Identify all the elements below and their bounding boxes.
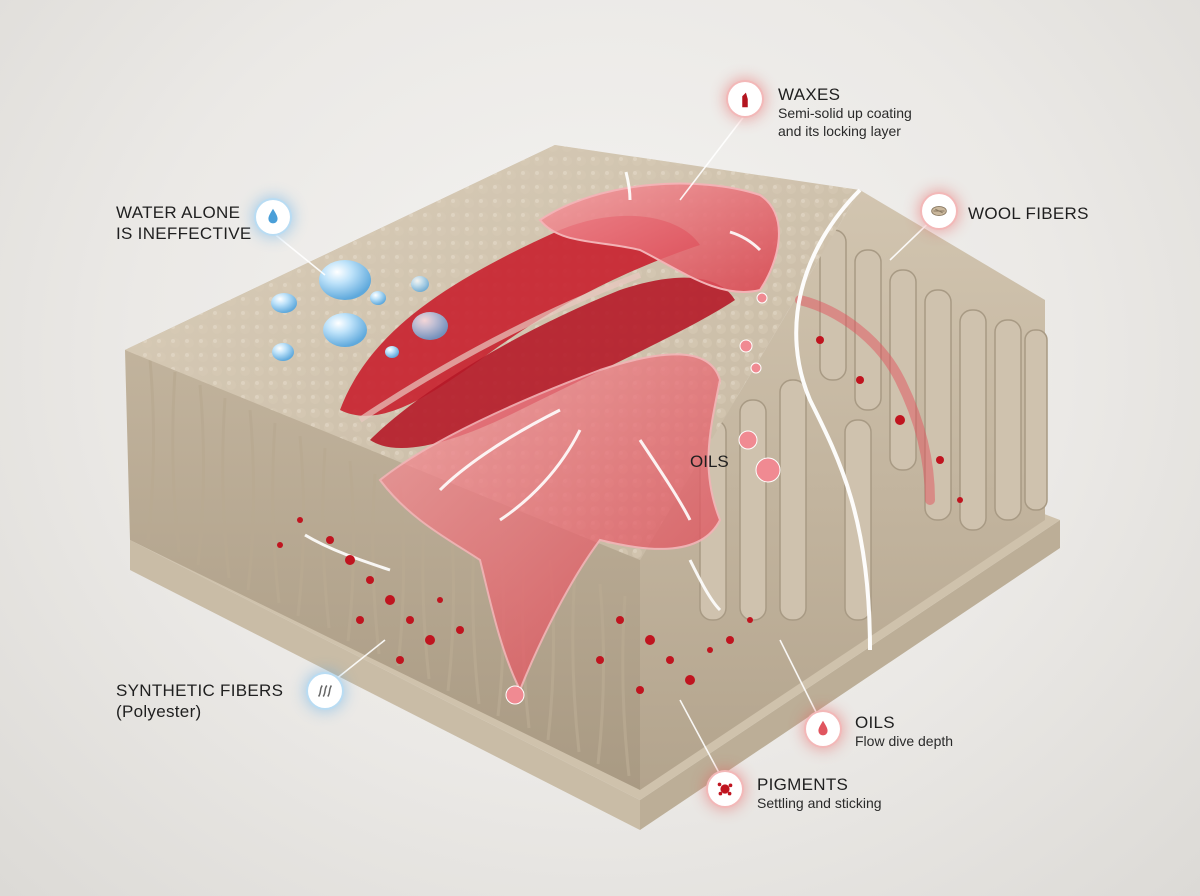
lipstick-icon [728,82,762,116]
synthetic-fibers-label: SYNTHETIC FIBERS (Polyester) [116,680,283,723]
oil-layer [378,353,722,693]
oil-drop-icon [806,712,840,746]
synthetic-fiber-icon [308,674,342,708]
waxes-title: WAXES [778,85,841,104]
lipstick-stain [340,215,735,449]
water-label: WATER ALONE IS INEFFECTIVE [116,202,252,245]
water-label-line2: IS INEFFECTIVE [116,224,252,244]
oils-title: OILS [855,713,895,732]
oils-center-label: OILS [690,452,729,471]
synthetic-fibers-title: SYNTHETIC FIBERS [116,681,284,700]
pigments-description: Settling and sticking [757,795,882,812]
divider-curve [794,188,872,651]
wool-fibers-title: WOOL FIBERS [968,204,1089,223]
pigment-particles [277,336,963,694]
pigments-label: PIGMENTS Settling and sticking [757,774,882,813]
waxes-description-line2: and its locking layer [778,122,901,139]
water-droplets [271,260,448,361]
water-drop-icon [256,200,290,234]
pigment-particle-icon [708,772,742,806]
waxes-label: WAXES Semi-solid up coating and its lock… [778,84,912,140]
wool-fiber-icon [922,194,956,228]
flow-arrows [304,171,762,612]
pigments-title: PIGMENTS [757,775,849,794]
water-label-line1: WATER ALONE [116,203,241,222]
wax-layer [538,182,780,293]
oil-beads [505,292,781,705]
oils-label: OILS Flow dive depth [855,712,953,751]
wool-fibers-label: WOOL FIBERS [968,203,1089,224]
synthetic-fibers-sub: (Polyester) [116,702,202,722]
waxes-description-line1: Semi-solid up coating [778,105,912,122]
oils-description: Flow dive depth [855,733,954,750]
backing-left [130,540,640,830]
backing-right [640,520,1060,830]
